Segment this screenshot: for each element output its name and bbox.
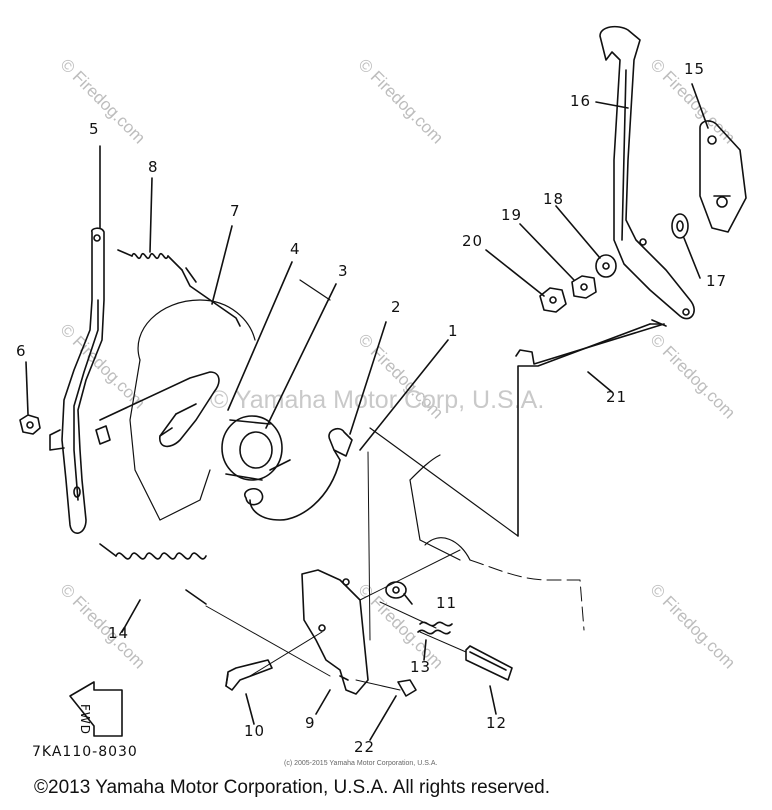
part-label-5[interactable]: 5 (89, 120, 100, 138)
part-label-19[interactable]: 19 (501, 206, 523, 224)
part-1-cable (244, 459, 341, 521)
part-label-18[interactable]: 18 (543, 190, 565, 208)
part-label-7[interactable]: 7 (230, 202, 241, 220)
part-label-3[interactable]: 3 (338, 262, 349, 280)
part-label-11[interactable]: 11 (436, 594, 458, 612)
part-16-arm (599, 25, 695, 320)
part-label-6[interactable]: 6 (16, 342, 27, 360)
part-label-2[interactable]: 2 (391, 298, 402, 316)
part-label-13[interactable]: 13 (410, 658, 432, 676)
part-11-washer (385, 581, 407, 599)
part-label-9[interactable]: 9 (305, 714, 316, 732)
part-label-21[interactable]: 21 (606, 388, 628, 406)
part-label-15[interactable]: 15 (684, 60, 706, 78)
part-9-bracket (301, 569, 369, 695)
part-label-12[interactable]: 12 (486, 714, 508, 732)
part-5-lever (49, 227, 105, 534)
part-label-22[interactable]: 22 (354, 738, 376, 756)
part-20-nut (539, 287, 567, 313)
part-17-washer (671, 213, 689, 239)
part-14-spring (99, 543, 207, 605)
part-18-washer (595, 254, 617, 278)
part-label-4[interactable]: 4 (290, 240, 301, 258)
part-6-nut (19, 414, 41, 435)
watermark-center: © Yamaha Motor Corp, U.S.A. (210, 386, 545, 414)
part-2-clip (328, 428, 353, 461)
part-8-spring (117, 249, 183, 271)
fwd-label: FWD (78, 704, 92, 736)
part-21-rod (515, 319, 667, 365)
part-3-collar (221, 415, 291, 481)
part-label-14[interactable]: 14 (108, 624, 130, 642)
part-4-bracket (95, 371, 220, 448)
part-label-10[interactable]: 10 (244, 722, 266, 740)
fwd-arrow-icon (69, 681, 123, 737)
part-label-20[interactable]: 20 (462, 232, 484, 250)
copyright-main: ©2013 Yamaha Motor Corporation, U.S.A. A… (34, 777, 550, 798)
part-10-bolt (225, 659, 273, 691)
part-label-17[interactable]: 17 (706, 272, 728, 290)
part-7-rod (181, 267, 241, 327)
part-label-8[interactable]: 8 (148, 158, 159, 176)
part-label-16[interactable]: 16 (570, 92, 592, 110)
diagram-code: 7KA110-8030 (32, 744, 138, 760)
part-12-bolt (465, 645, 513, 681)
copyright-small: (c) 2005-2015 Yamaha Motor Corporation, … (284, 760, 438, 767)
part-19-nut (571, 275, 597, 299)
part-22-screw (397, 679, 417, 697)
part-15-plate (699, 120, 747, 233)
part-label-1[interactable]: 1 (448, 322, 459, 340)
